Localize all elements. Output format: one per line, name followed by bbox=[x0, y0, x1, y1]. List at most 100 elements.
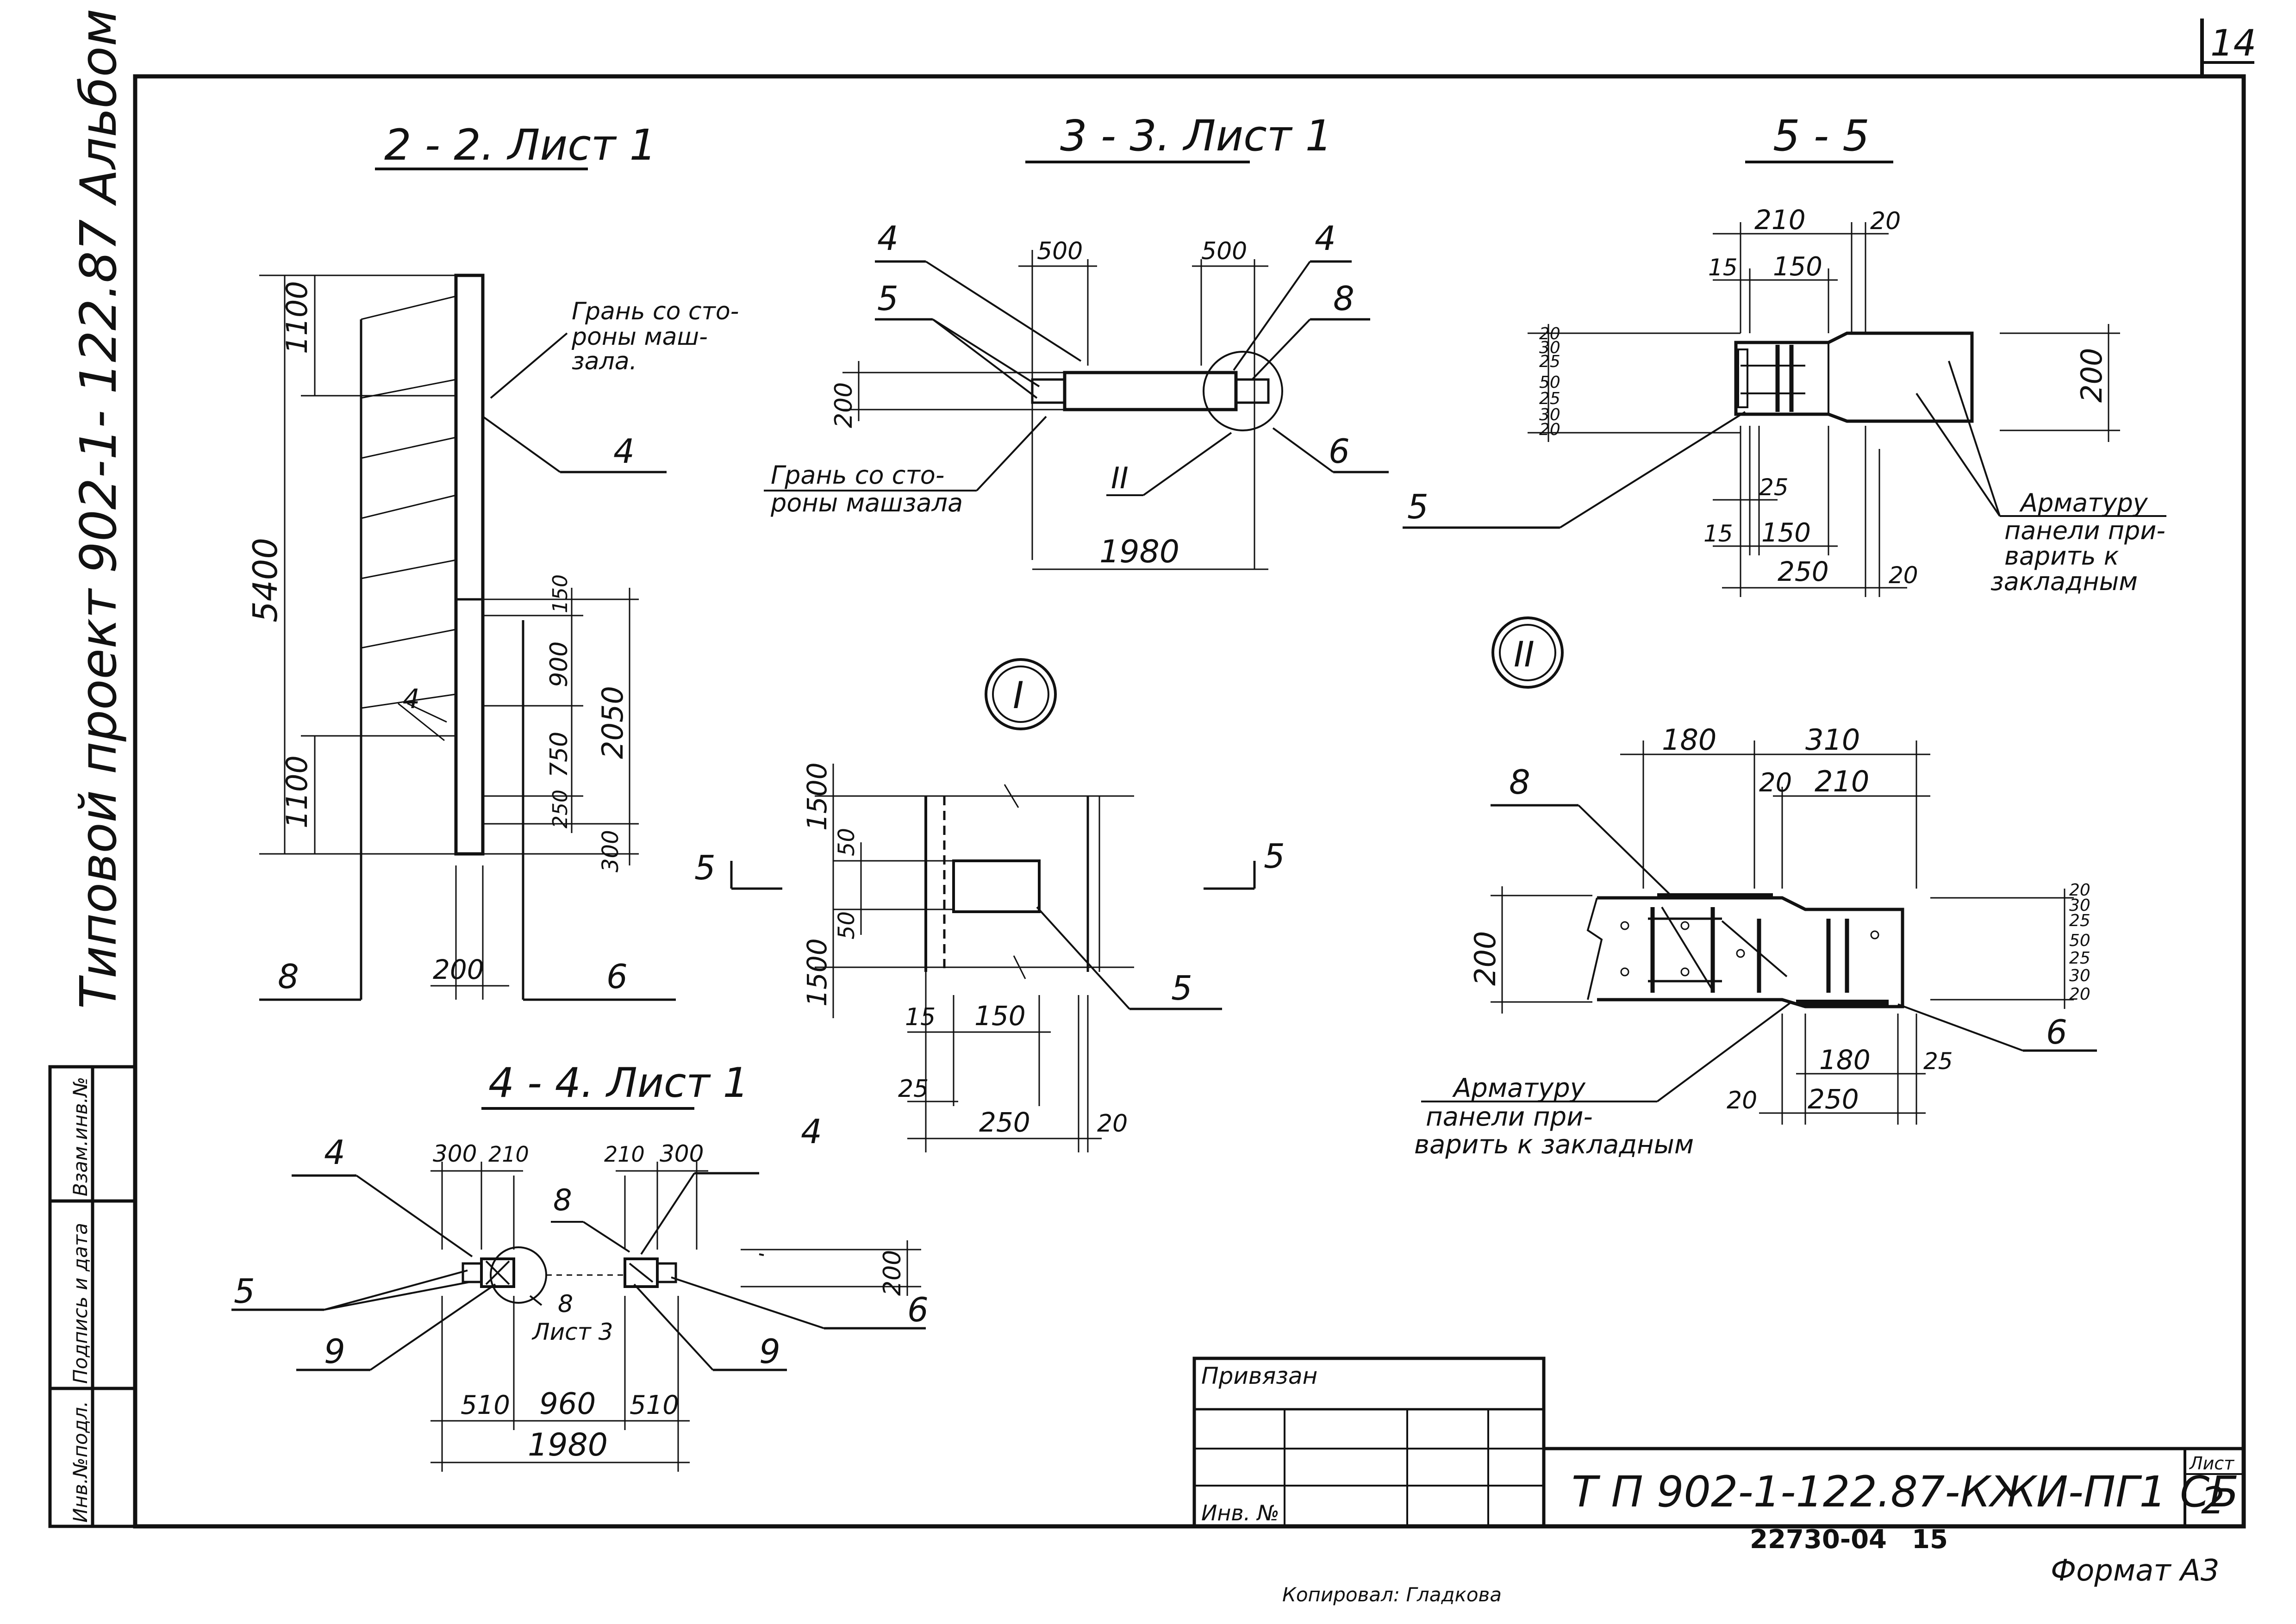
side-field-inv-podl: Инв.№подл. bbox=[69, 1401, 92, 1523]
dim-1500-bottom: 1500 bbox=[801, 938, 833, 1007]
dim-150-bottom: 150 bbox=[1761, 518, 1811, 548]
note-face-a-1: Грань со сто- bbox=[572, 298, 739, 325]
note-weld-a-2: панели при- bbox=[2004, 516, 2165, 545]
title-code: Т П 902-1-122.87-КЖИ-ПГ1 СБ bbox=[1572, 1467, 2239, 1517]
dim-250: 250 bbox=[1808, 1083, 1859, 1115]
dim-150: 150 bbox=[974, 1000, 1026, 1032]
callout-node-II: II bbox=[1111, 461, 1129, 496]
dim-25: 25 bbox=[1759, 474, 1789, 501]
node-II: II bbox=[1414, 616, 2097, 1160]
callout-5: 5 bbox=[1171, 969, 1192, 1008]
dim-300-left: 300 bbox=[433, 1140, 477, 1167]
callout-4-left: 4 bbox=[877, 219, 898, 258]
stack-0: 20 bbox=[2069, 881, 2090, 900]
section-4-4: 4 - 4. Лист 1 bbox=[231, 1059, 929, 1472]
note-weld-b-3: варить к закладным bbox=[1414, 1130, 1694, 1160]
dim-310: 310 bbox=[1805, 723, 1860, 757]
dim-250: 250 bbox=[549, 790, 572, 828]
dim-25: 25 bbox=[1923, 1048, 1953, 1075]
copied-by: Копировал: Гладкова bbox=[1282, 1583, 1502, 1606]
section-3-3-title: 3 - 3. Лист 1 bbox=[1060, 111, 1332, 161]
section-5-5-title: 5 - 5 bbox=[1773, 111, 1870, 161]
dim-250: 250 bbox=[979, 1107, 1030, 1138]
section-5-5: 5 - 5 bbox=[1403, 111, 2166, 597]
callout-4-top: 4 bbox=[613, 432, 635, 471]
note-weld-a-1: Арматуру bbox=[2019, 488, 2148, 517]
stack-0: 20 bbox=[1539, 324, 1560, 343]
dim-20-top: 20 bbox=[1759, 768, 1792, 798]
stack-6: 20 bbox=[1539, 420, 1560, 439]
callout-4-low: 4 bbox=[403, 683, 420, 715]
side-stamp: Типовой проект 902-1- 122.87 Альбом IV bbox=[70, 0, 128, 1009]
callout-8-ref: 8 bbox=[558, 1290, 573, 1318]
dim-750: 750 bbox=[545, 732, 573, 778]
callout-4-right: 4 bbox=[801, 1112, 822, 1151]
stack-4: 25 bbox=[1539, 389, 1560, 408]
dim-250: 250 bbox=[1778, 556, 1829, 587]
dim-300: 300 bbox=[598, 830, 624, 872]
dim-1500-top: 1500 bbox=[801, 762, 833, 831]
callout-4-left: 4 bbox=[324, 1133, 345, 1172]
callout-8: 8 bbox=[1509, 763, 1530, 802]
callout-8: 8 bbox=[278, 957, 299, 996]
title-sheet-label: Лист bbox=[2189, 1453, 2235, 1474]
dim-20-top: 20 bbox=[1870, 207, 1901, 235]
side-field-replace: Взам.инв.№ bbox=[69, 1077, 92, 1196]
dim-900: 900 bbox=[545, 641, 573, 687]
title-sheet-no: 2 bbox=[2201, 1479, 2225, 1522]
ref-sheet-3: Лист 3 bbox=[531, 1319, 613, 1345]
note-weld-b-2: панели при- bbox=[1426, 1102, 1593, 1132]
callout-9-left: 9 bbox=[324, 1332, 345, 1371]
cut-5-right: 5 bbox=[1264, 837, 1285, 876]
dim-5400: 5400 bbox=[246, 538, 285, 622]
dim-210-left: 210 bbox=[488, 1142, 529, 1167]
order-number: 22730-04 bbox=[1750, 1524, 1887, 1555]
side-field-signature: Подпись и дата bbox=[69, 1223, 92, 1384]
callout-6: 6 bbox=[1329, 432, 1350, 471]
dim-50-top: 50 bbox=[834, 828, 860, 856]
title-privyazan: Привязан bbox=[1201, 1363, 1317, 1389]
callout-6: 6 bbox=[606, 957, 628, 996]
cut-5-left: 5 bbox=[694, 848, 716, 887]
dim-15-bottom: 15 bbox=[1703, 520, 1733, 547]
stack-6: 20 bbox=[2069, 985, 2090, 1004]
dim-20-bottom: 20 bbox=[1727, 1087, 1757, 1114]
dim-1980: 1980 bbox=[528, 1427, 608, 1463]
dim-200: 200 bbox=[1468, 931, 1502, 986]
dim-15: 15 bbox=[905, 1003, 936, 1031]
dim-200: 200 bbox=[2075, 348, 2109, 403]
dim-200: 200 bbox=[879, 1250, 906, 1296]
section-2-2: 2 - 2. Лист 1 bbox=[246, 120, 739, 1001]
dim-25: 25 bbox=[898, 1075, 929, 1103]
order-sub: 15 bbox=[1912, 1524, 1948, 1555]
format-label: Формат А3 bbox=[2051, 1554, 2220, 1588]
stack-2: 25 bbox=[2069, 911, 2090, 930]
dim-50-bottom: 50 bbox=[834, 911, 860, 940]
sheet-frame bbox=[133, 19, 2254, 1529]
dim-1980: 1980 bbox=[1099, 534, 1179, 570]
dim-210-right: 210 bbox=[604, 1142, 645, 1167]
dim-510-left: 510 bbox=[461, 1390, 510, 1420]
stack-5: 30 bbox=[2069, 966, 2090, 985]
callout-8: 8 bbox=[1333, 279, 1354, 318]
stack-1: 30 bbox=[2069, 896, 2090, 915]
callout-6: 6 bbox=[907, 1290, 929, 1329]
node-I: I bbox=[694, 658, 1285, 1152]
stack-3: 50 bbox=[1539, 373, 1560, 392]
stack-1: 30 bbox=[1539, 338, 1560, 357]
callout-8-top: 8 bbox=[553, 1183, 572, 1218]
dim-210: 210 bbox=[1815, 765, 1869, 798]
dim-200: 200 bbox=[433, 954, 484, 985]
dim-180-bottom: 180 bbox=[1819, 1044, 1871, 1076]
stack-5: 30 bbox=[1539, 405, 1560, 424]
callout-9-right: 9 bbox=[759, 1332, 780, 1371]
dim-180-top: 180 bbox=[1662, 723, 1716, 757]
callout-6: 6 bbox=[2046, 1013, 2067, 1052]
dim-300-right: 300 bbox=[660, 1140, 704, 1167]
dim-2050: 2050 bbox=[596, 686, 630, 759]
dim-510-right: 510 bbox=[630, 1390, 679, 1420]
node-I-label: I bbox=[1013, 674, 1024, 717]
note-weld-a-4: закладным bbox=[1990, 567, 2138, 596]
note-weld-b-1: Арматуру bbox=[1452, 1073, 1586, 1103]
